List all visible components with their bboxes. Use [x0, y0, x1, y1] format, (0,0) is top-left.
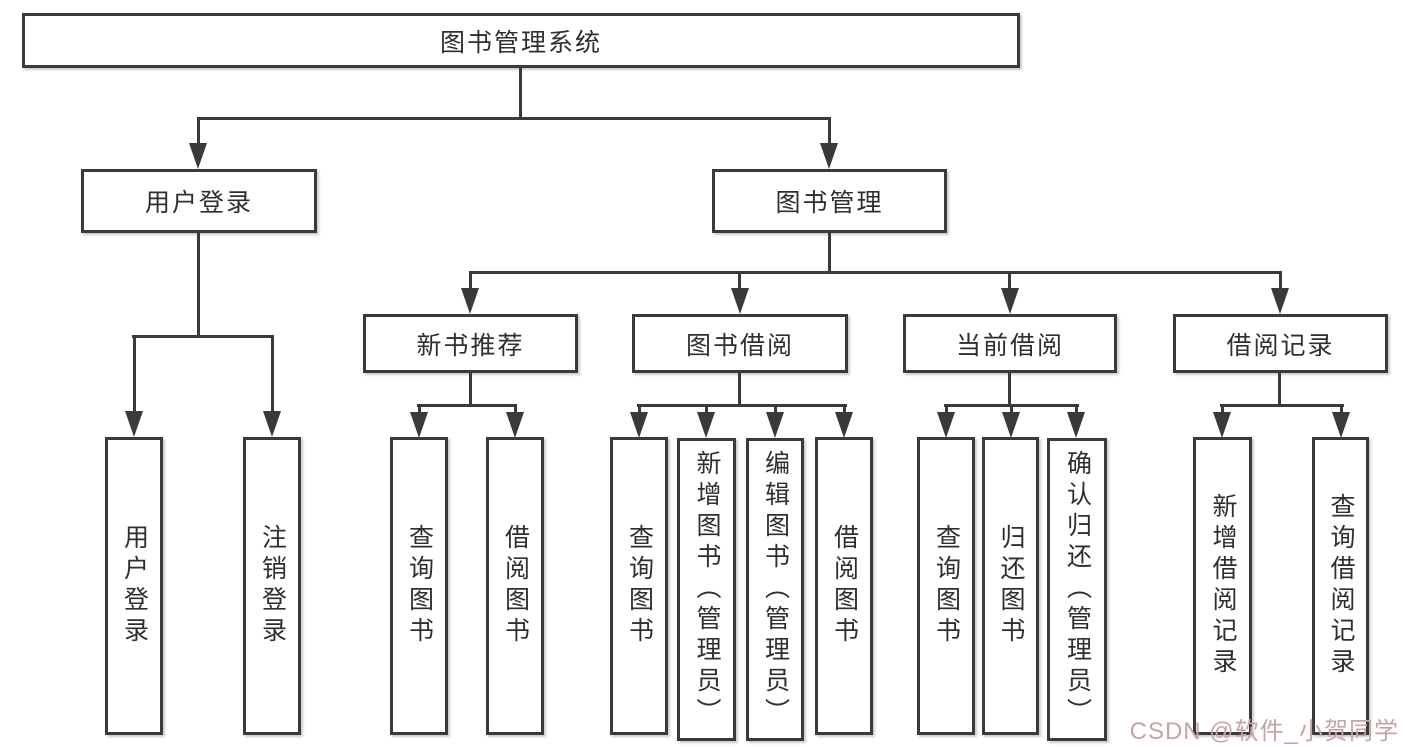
node-label: 借阅记录	[1226, 331, 1335, 360]
connector-stem-current-borrowing	[1008, 373, 1011, 407]
leaf-return-books: 归还图书	[982, 437, 1039, 735]
arrow-head-leaf	[410, 412, 428, 438]
leaf-query-books-borrowing: 查询图书	[610, 437, 668, 735]
node-label: 当前借阅	[955, 331, 1064, 360]
connector-stem-new-book-recommend	[469, 373, 472, 407]
arrow-head-leaf	[1213, 412, 1231, 438]
leaf-add-borrow-record: 新增借阅记录	[1193, 437, 1252, 735]
arrow-head-leaf	[1332, 412, 1350, 438]
leaf-confirm-return-admin: 确认归还（管理员）	[1047, 438, 1107, 741]
arrow-shaft-book-borrowing	[738, 274, 741, 291]
arrow-head-leaf	[697, 412, 715, 438]
node-label: 新书推荐	[416, 331, 525, 360]
arrow-head-login-leaf	[125, 411, 143, 437]
arrow-shaft-leaf	[1340, 404, 1343, 414]
node-current-borrowing: 当前借阅	[903, 314, 1117, 373]
leaf-edit-books-admin: 编辑图书（管理员）	[746, 438, 804, 741]
arrow-shaft-leaf	[514, 404, 517, 414]
arrow-head-leaf	[1002, 412, 1020, 438]
connector-book-management-stem	[828, 233, 831, 272]
node-user-login: 用户登录	[81, 169, 317, 233]
node-book-borrowing: 图书借阅	[632, 314, 848, 373]
arrow-head-user-login	[189, 143, 207, 169]
connector-bus-book-borrowing	[637, 404, 847, 407]
arrow-head-leaf	[1067, 412, 1085, 438]
node-label: 查询图书	[932, 524, 961, 648]
csdn-watermark: CSDN @软件_小贺同学	[1129, 718, 1399, 745]
leaf-user-login: 用户登录	[105, 437, 163, 735]
leaf-logout: 注销登录	[243, 437, 301, 735]
connector-l2-bus	[197, 117, 831, 120]
node-label: 查询借阅记录	[1327, 493, 1355, 679]
node-label: 查询图书	[625, 524, 654, 648]
connector-bus-borrow-records	[1220, 404, 1344, 407]
connector-user-login-stem	[197, 233, 200, 335]
arrow-head-book-management	[820, 143, 838, 169]
arrow-head-new-book-recommend	[461, 288, 479, 314]
arrow-shaft-login-leaf	[133, 335, 136, 413]
node-root: 图书管理系统	[22, 13, 1020, 68]
node-label: 新增借阅记录	[1209, 493, 1237, 679]
arrow-shaft-current-borrowing	[1008, 274, 1011, 291]
arrow-shaft-book-management	[828, 117, 831, 145]
node-label: 确认归还（管理员）	[1063, 450, 1092, 729]
node-label: 借阅图书	[501, 524, 530, 648]
arrow-shaft-leaf	[638, 404, 641, 414]
arrow-head-leaf	[835, 412, 853, 438]
connector-root-stem	[519, 68, 522, 117]
node-label: 注销登录	[258, 524, 287, 648]
connector-stem-borrow-records	[1278, 373, 1281, 407]
arrow-shaft-leaf	[1221, 404, 1224, 414]
node-label: 图书借阅	[685, 331, 794, 360]
node-new-book-recommend: 新书推荐	[363, 314, 578, 373]
node-label: 用户登录	[144, 189, 253, 217]
connector-stem-book-borrowing	[738, 373, 741, 407]
connector-bus-new-book-recommend	[417, 404, 517, 407]
arrow-head-borrow-records	[1271, 288, 1289, 314]
arrow-shaft-leaf	[705, 404, 708, 414]
node-label: 借阅图书	[830, 524, 859, 648]
connector-l3-bus	[469, 271, 1282, 274]
node-label: 归还图书	[997, 524, 1025, 648]
arrow-head-leaf	[630, 412, 648, 438]
node-label: 用户登录	[120, 524, 149, 648]
leaf-borrow-books-borrowing: 借阅图书	[815, 437, 873, 735]
node-label: 新增图书（管理员）	[693, 450, 721, 729]
arrow-shaft-new-book-recommend	[469, 274, 472, 291]
leaf-add-books-admin: 新增图书（管理员）	[677, 438, 736, 741]
node-label: 图书管理系统	[439, 28, 602, 57]
leaf-query-books-recommend: 查询图书	[390, 437, 448, 735]
arrow-head-current-borrowing	[1001, 288, 1019, 314]
node-book-management: 图书管理	[712, 169, 947, 233]
arrow-shaft-leaf	[418, 404, 421, 414]
arrow-head-logout-leaf	[263, 411, 281, 437]
arrow-shaft-leaf	[774, 404, 777, 414]
node-label: 编辑图书（管理员）	[761, 450, 790, 729]
arrow-shaft-leaf	[843, 404, 846, 414]
node-borrow-records: 借阅记录	[1173, 314, 1388, 373]
arrow-head-leaf	[766, 412, 784, 438]
arrow-shaft-leaf	[1075, 404, 1078, 414]
arrow-head-leaf	[506, 412, 524, 438]
arrow-head-book-borrowing	[731, 288, 749, 314]
arrow-shaft-borrow-records	[1279, 274, 1282, 291]
leaf-query-borrow-record: 查询借阅记录	[1312, 437, 1369, 735]
leaf-borrow-books-recommend: 借阅图书	[486, 437, 544, 735]
arrow-shaft-logout-leaf	[271, 335, 274, 413]
connector-user-login-bus	[132, 335, 274, 338]
leaf-query-books-current: 查询图书	[917, 437, 975, 735]
arrow-head-leaf	[937, 412, 955, 438]
arrow-shaft-leaf	[1010, 404, 1013, 414]
node-label: 图书管理	[775, 189, 884, 217]
node-label: 查询图书	[405, 524, 434, 648]
arrow-shaft-user-login	[197, 117, 200, 145]
arrow-shaft-leaf	[945, 404, 948, 414]
